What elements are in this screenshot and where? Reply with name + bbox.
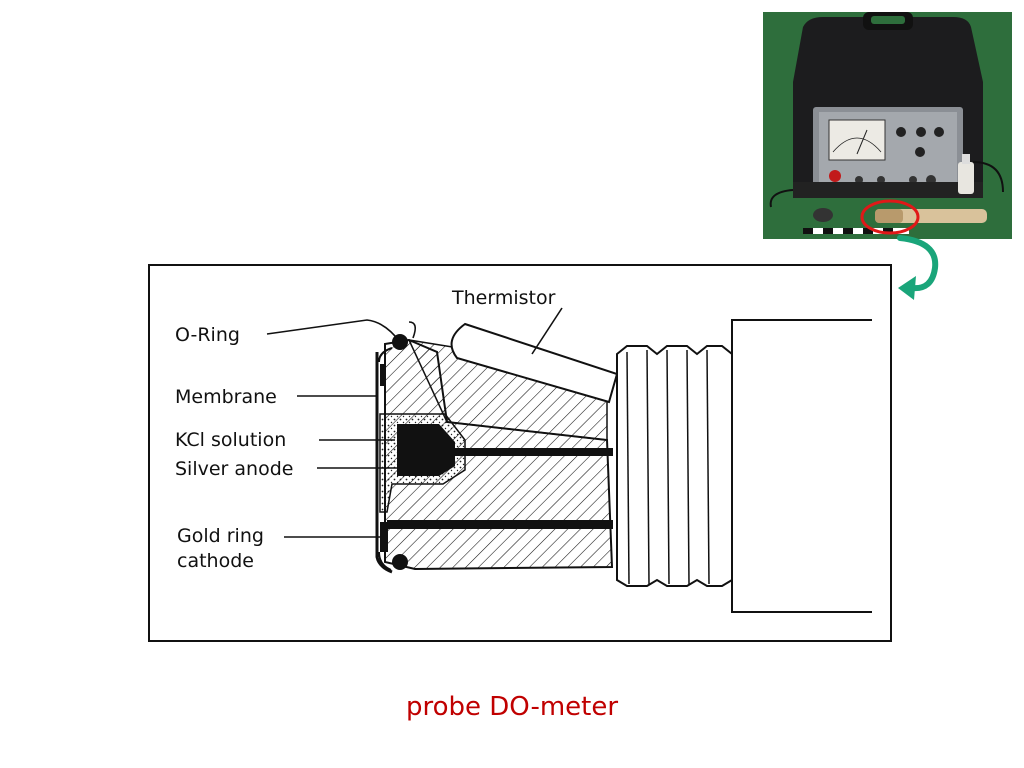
thermistor-tube (450, 322, 619, 404)
o-ring-bottom (392, 554, 408, 570)
do-meter-photo (763, 12, 1012, 239)
gold-ring-cathode (380, 522, 388, 552)
label-gold-ring: Gold ring (177, 525, 264, 547)
label-silver-anode: Silver anode (175, 458, 294, 480)
rear-housing (731, 319, 872, 613)
highlight-circle (860, 199, 920, 235)
silver-anode (397, 424, 455, 476)
membrane (375, 352, 393, 574)
label-thermistor: Thermistor (452, 287, 556, 309)
leader-thermistor (531, 307, 563, 355)
label-membrane: Membrane (175, 386, 277, 408)
label-kcl-solution: KCl solution (175, 429, 287, 451)
curved-arrow-icon (897, 235, 939, 300)
leader-o-ring (266, 319, 401, 343)
probe (875, 209, 987, 223)
slide-caption: probe DO-meter (405, 692, 619, 722)
diagram-frame (148, 264, 892, 642)
label-o-ring: O-Ring (175, 324, 240, 346)
label-cathode: cathode (177, 550, 254, 572)
thread-section (616, 345, 733, 587)
probe-cross-section-diagram: Thermistor O-Ring Membrane KCl solution … (147, 262, 894, 645)
